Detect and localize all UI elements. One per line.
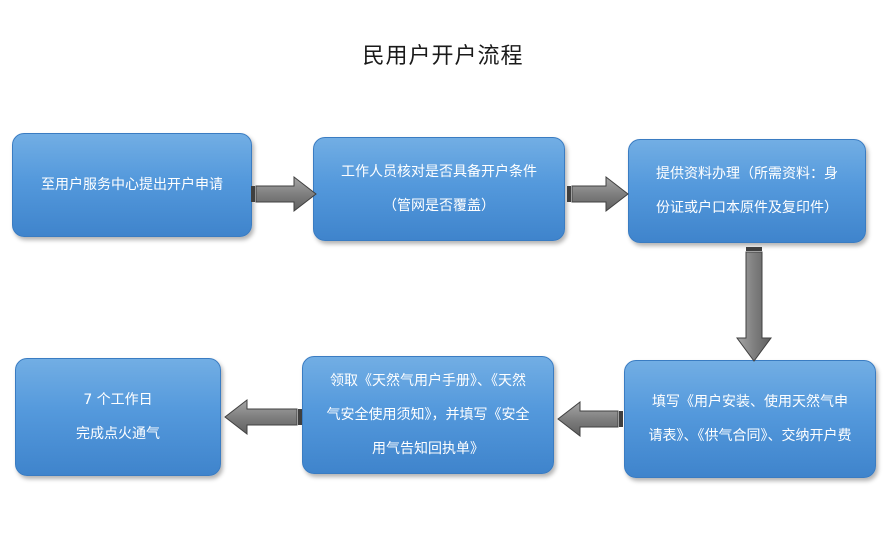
arrow-left-icon bbox=[557, 400, 623, 438]
step-6-box: 7 个工作日 完成点火通气 bbox=[15, 358, 221, 476]
step-5-text-line-2: 气安全使用须知》，并填写《安全 bbox=[326, 407, 530, 423]
step-5-text-line-3: 用气告知回执单》 bbox=[372, 441, 484, 457]
step-1-box: 至用户服务中心提出开户申请 bbox=[12, 133, 252, 237]
arrow-right-icon bbox=[567, 175, 629, 213]
step-6-text-line-1: 7 个工作日 bbox=[83, 392, 153, 408]
arrow-right-icon bbox=[251, 175, 317, 213]
step-4-box: 填写《用户安装、使用天然气申 请表》、《供气合同》、交纳开户费 bbox=[624, 360, 876, 478]
diagram-title: 民用户开户流程 bbox=[362, 44, 524, 69]
step-4-text-line-1: 填写《用户安装、使用天然气申 bbox=[652, 394, 848, 410]
step-2-box: 工作人员核对是否具备开户条件 （管网是否覆盖） bbox=[313, 137, 565, 241]
step-5-text-line-1: 领取《天然气用户手册》、《天然 bbox=[330, 373, 526, 389]
step-2-text-line-1: 工作人员核对是否具备开户条件 bbox=[341, 164, 537, 180]
step-3-text-line-2: 份证或户口本原件及复印件） bbox=[656, 200, 838, 216]
arrow-left-icon bbox=[224, 398, 302, 436]
step-5-box: 领取《天然气用户手册》、《天然 气安全使用须知》，并填写《安全 用气告知回执单》 bbox=[302, 356, 554, 474]
step-4-text-line-2: 请表》、《供气合同》、交纳开户费 bbox=[648, 428, 852, 444]
step-6-text-line-2: 完成点火通气 bbox=[76, 426, 160, 442]
step-2-text-line-2: （管网是否覆盖） bbox=[383, 198, 495, 214]
step-3-text-line-1: 提供资料办理（所需资料：身 bbox=[656, 166, 838, 182]
step-3-box: 提供资料办理（所需资料：身 份证或户口本原件及复印件） bbox=[628, 139, 866, 243]
step-1-text-line-1: 至用户服务中心提出开户申请 bbox=[41, 177, 223, 193]
arrow-down-icon bbox=[736, 247, 772, 362]
